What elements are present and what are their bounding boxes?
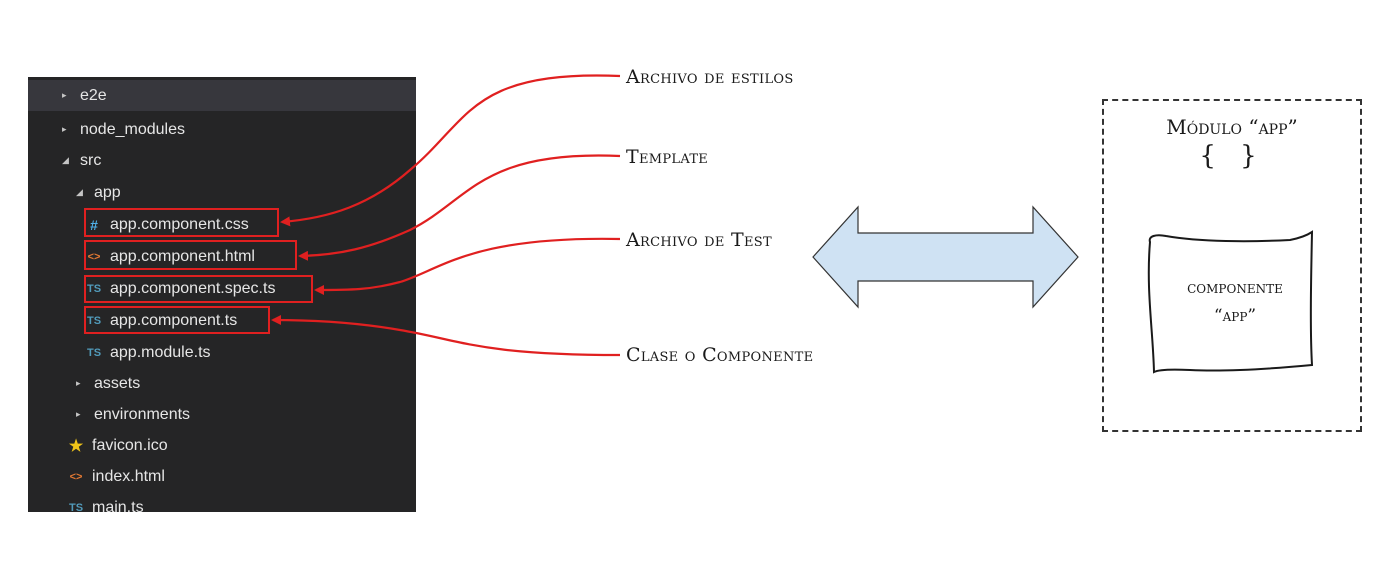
tree-item-node-modules[interactable]: ▸ node_modules — [28, 114, 416, 145]
tree-item-label: app.module.ts — [110, 343, 211, 361]
chevron-right-icon: ▸ — [62, 124, 67, 134]
typescript-file-icon: TS — [86, 282, 102, 295]
tree-item-label: main.ts — [92, 498, 144, 513]
highlight-box-spec — [84, 275, 313, 303]
highlight-box-ts — [84, 306, 270, 334]
tree-item-label: index.html — [92, 467, 165, 485]
component-name: “app” — [1213, 306, 1257, 326]
tree-item-app-component-css[interactable]: # app.component.css — [28, 209, 416, 240]
component-shape — [1147, 230, 1314, 374]
tree-item-app-component-spec-ts[interactable]: TS app.component.spec.ts — [28, 273, 416, 304]
tree-item-environments[interactable]: ▸ environments — [28, 399, 416, 430]
connector-test — [314, 237, 621, 295]
tree-item-app-module-ts[interactable]: TS app.module.ts — [28, 337, 416, 368]
typescript-file-icon: TS — [86, 346, 102, 359]
file-explorer: ▸ e2e ▸ node_modules ◢ src ◢ app # app.c… — [28, 77, 416, 512]
tree-item-label: app.component.html — [110, 247, 255, 265]
tree-item-index-html[interactable]: <> index.html — [28, 461, 416, 492]
tree-item-app-folder[interactable]: ◢ app — [28, 177, 416, 208]
tree-item-label: app.component.spec.ts — [110, 279, 276, 297]
module-title: Módulo “app” — [1166, 115, 1298, 139]
tree-item-label: src — [80, 151, 102, 169]
chevron-right-icon: ▸ — [76, 378, 81, 388]
braces-icon: { } — [1199, 141, 1265, 171]
tree-item-label: assets — [94, 374, 141, 392]
tree-item-app-component-html[interactable]: <> app.component.html — [28, 241, 416, 272]
tree-item-src[interactable]: ◢ src — [28, 145, 416, 176]
highlight-box-css — [84, 208, 279, 237]
chevron-down-icon: ◢ — [62, 155, 69, 165]
tree-item-main-ts[interactable]: TS main.ts — [28, 492, 416, 513]
callout-archivo-de-test: Archivo de Test — [626, 229, 772, 251]
tree-item-assets[interactable]: ▸ assets — [28, 368, 416, 399]
tree-item-app-component-ts[interactable]: TS app.component.ts — [28, 305, 416, 336]
tree-item-label: app.component.css — [110, 215, 249, 233]
tree-item-label: node_modules — [80, 120, 185, 138]
tree-item-label: favicon.ico — [92, 436, 168, 454]
tree-item-favicon[interactable]: ★ favicon.ico — [28, 430, 416, 461]
component-label: componente — [1187, 278, 1283, 298]
callout-template: Template — [626, 146, 709, 168]
module-box: Módulo “app” { } — [1102, 99, 1362, 432]
callout-archivo-de-estilos: Archivo de estilos — [626, 66, 794, 88]
highlight-box-html — [84, 240, 297, 270]
connector-component — [271, 315, 621, 357]
double-arrow-icon — [812, 205, 1079, 309]
html-file-icon: <> — [69, 470, 83, 483]
typescript-file-icon: TS — [86, 314, 102, 327]
tree-item-label: app — [94, 183, 121, 201]
callout-clase-o-componente: Clase o Componente — [626, 344, 814, 366]
connector-template — [298, 154, 621, 261]
chevron-down-icon: ◢ — [76, 187, 83, 197]
css-file-icon: # — [90, 216, 98, 233]
html-file-icon: <> — [87, 250, 101, 263]
connector-styles — [280, 74, 621, 227]
tree-item-label: app.component.ts — [110, 311, 238, 329]
tree-item-e2e[interactable]: ▸ e2e — [28, 80, 416, 111]
chevron-right-icon: ▸ — [62, 90, 67, 100]
star-icon: ★ — [68, 437, 84, 455]
tree-item-label: e2e — [80, 86, 107, 104]
tree-item-label: environments — [94, 405, 191, 423]
chevron-right-icon: ▸ — [76, 409, 81, 419]
typescript-file-icon: TS — [68, 501, 84, 513]
